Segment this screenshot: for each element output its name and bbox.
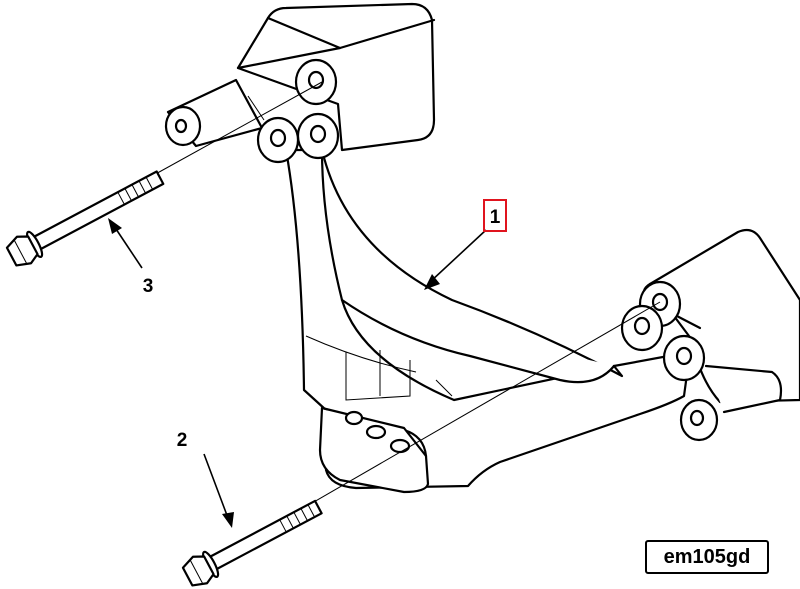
lower-foot xyxy=(318,406,430,494)
bracket-arm xyxy=(284,148,692,490)
alignment-lines xyxy=(151,81,661,511)
bolt-3 xyxy=(5,170,165,267)
figure-code-label: em105gd xyxy=(645,540,769,574)
callout-3-label: 3 xyxy=(143,276,154,297)
right-mount-block xyxy=(642,228,800,442)
right-bosses xyxy=(620,280,706,382)
callout-1-label: 1 xyxy=(490,207,501,228)
leader-arrow-3 xyxy=(108,218,143,269)
bolt-2 xyxy=(181,499,323,587)
leader-arrow-1 xyxy=(424,229,487,290)
leader-arrow-2 xyxy=(203,453,234,528)
upper-left-boss xyxy=(164,78,264,148)
callout-1-box xyxy=(483,199,507,232)
callout-2-label: 2 xyxy=(177,430,188,451)
upper-bosses xyxy=(247,58,340,164)
